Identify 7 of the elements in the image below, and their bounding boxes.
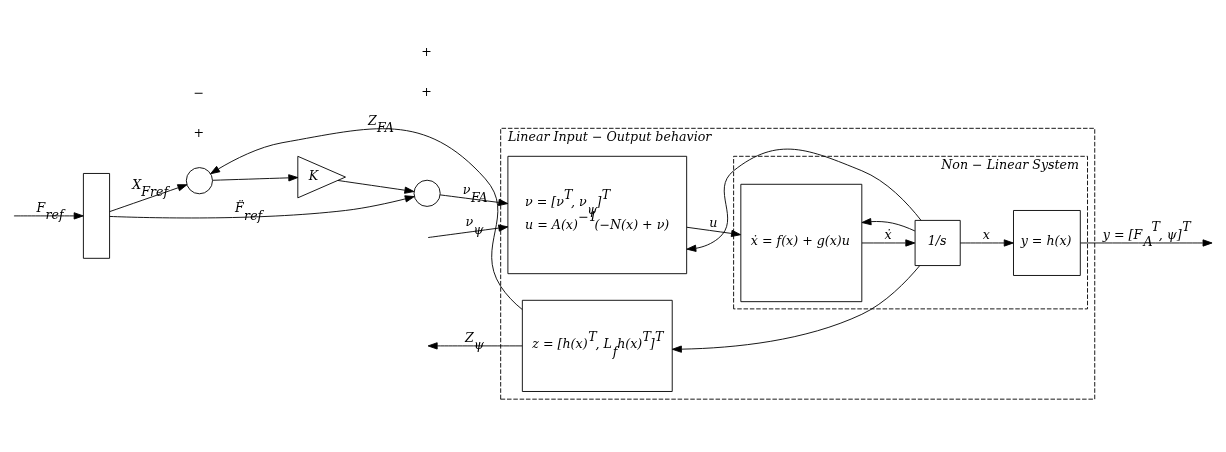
- edge-label: u: [709, 214, 718, 230]
- label: +: [421, 83, 432, 99]
- label: +: [421, 43, 432, 59]
- edge-label: x: [982, 226, 990, 242]
- label: −: [193, 84, 205, 100]
- label: +: [193, 124, 205, 140]
- edge-label: ẋ: [884, 226, 892, 242]
